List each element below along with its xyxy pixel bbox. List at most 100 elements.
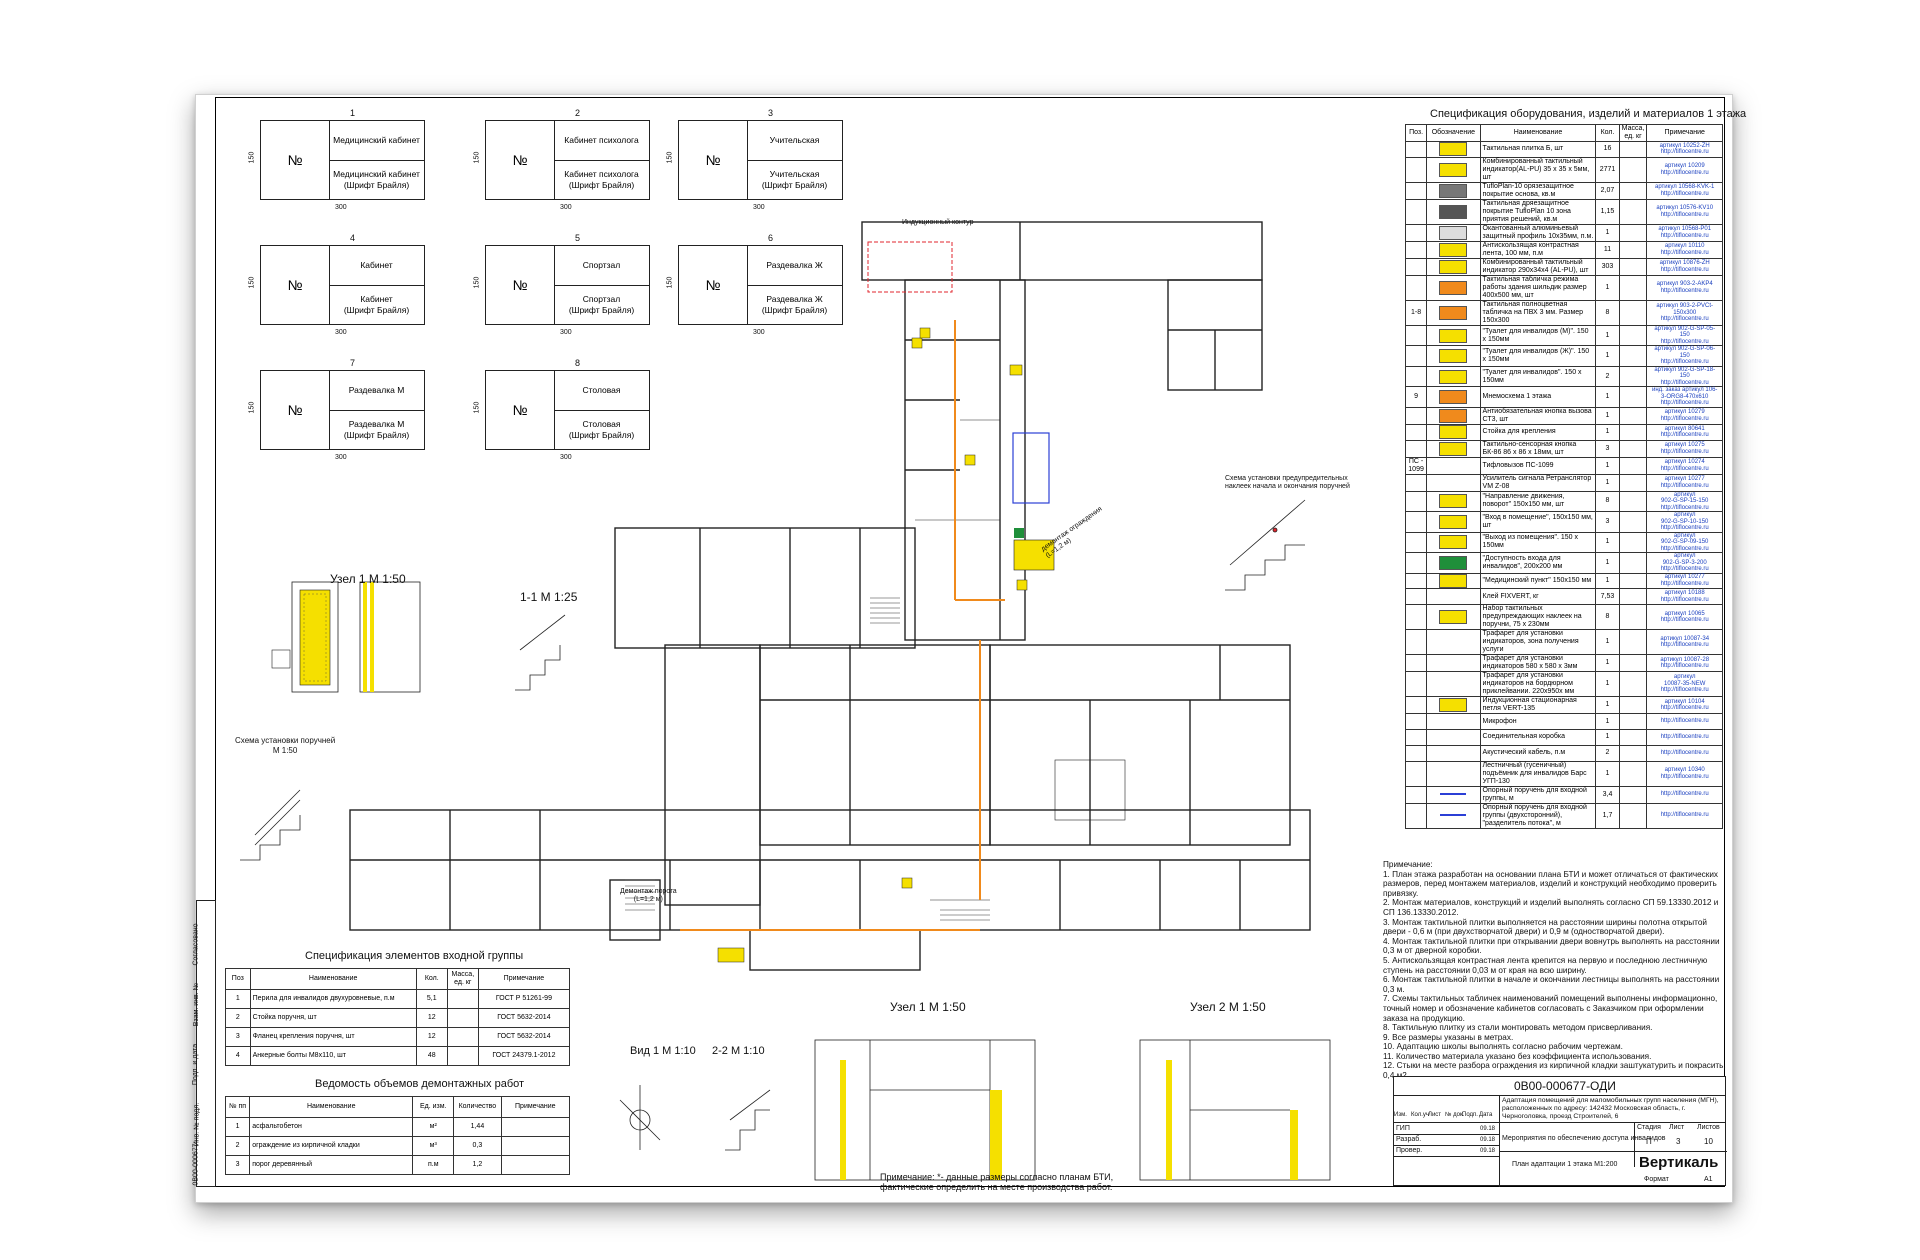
yellow-markers (717, 327, 1028, 963)
spec-note-link[interactable]: артикул 902-G-SP-10-150 http://tiflocent… (1646, 511, 1723, 533)
spec-header-cell: Наименование (1479, 124, 1597, 142)
spec-note-link[interactable]: артикул 80641 http://tiflocentre.ru (1646, 423, 1723, 441)
spec-qty: 1 (1595, 713, 1620, 730)
spec-mass (1618, 728, 1648, 746)
table-cell: 1,44 (453, 1117, 502, 1137)
spec-pos (1404, 406, 1428, 425)
spec-note-link[interactable]: артикул 902-G-SP-05-150 http://tiflocent… (1646, 324, 1723, 347)
notes-title: Примечание: (1383, 860, 1433, 869)
spec-note-link[interactable]: артикул 10275 http://tiflocentre.ru (1646, 439, 1723, 458)
sign-number: 4 (350, 233, 356, 243)
spec-name: "Медицинский пункт" 150х150 мм (1479, 572, 1597, 590)
spec-symbol-icon (1439, 573, 1468, 588)
spec-symbol-icon (1439, 535, 1468, 550)
spec-qty: 1 (1595, 728, 1620, 746)
table-cell: 1 (224, 1117, 251, 1137)
spec-symbol (1426, 531, 1481, 554)
spec-note-link[interactable]: артикул 10568-P01 http://tiflocentre.ru (1646, 223, 1723, 242)
spec-symbol-icon (1440, 792, 1467, 795)
title-block-header-col: № док. (1445, 1112, 1465, 1118)
spec-note-link[interactable]: артикул 10576-KV10 http://tiflocentre.ru (1646, 198, 1723, 225)
spec-note-link[interactable]: артикул 10188 http://tiflocentre.ru (1646, 588, 1723, 606)
spec-note-link[interactable]: артикул 10065 http://tiflocentre.ru (1646, 604, 1723, 631)
spec-name: Тактильная плитка Б, шт (1479, 141, 1597, 158)
spec-note-link[interactable]: артикул 902-G-SP-3-200 http://tiflocentr… (1646, 552, 1723, 574)
spec-symbol (1426, 785, 1481, 804)
spec-name: TufloPlan-10 орязезащитное покрытие осно… (1479, 181, 1597, 200)
project-title: Адаптация помещений для маломобильных гр… (1502, 1097, 1719, 1120)
spec-note-link[interactable]: артикул 902-G-SP-18-150 http://tiflocent… (1646, 365, 1723, 388)
spec-note-link[interactable]: артикул 10277 http://tiflocentre.ru (1646, 572, 1723, 590)
spec-symbol (1426, 181, 1481, 200)
spec-note-link[interactable]: инд. заказ артикул 106-3-ORG8-470x610 ht… (1646, 386, 1723, 408)
spec-note-link[interactable]: артикул 10876-ZH http://tiflocentre.ru (1646, 257, 1723, 276)
ramp-area (1013, 539, 1055, 571)
spec-note-link[interactable]: артикул 902-G-SP-06-150 http://tiflocent… (1646, 345, 1723, 367)
spec-symbol (1426, 696, 1481, 715)
spec-mass (1618, 240, 1648, 259)
view1-title: Вид 1 М 1:10 (630, 1045, 696, 1057)
spec-row: Тактильно-сенсорная кнопка БК-86 86 х 86… (1404, 439, 1723, 458)
spec-note-link[interactable]: артикул 10277 http://tiflocentre.ru (1646, 473, 1723, 492)
spec-note-link[interactable]: артикул 10104 http://tiflocentre.ru (1646, 696, 1723, 715)
spec-pos (1404, 671, 1428, 698)
spec-note-link[interactable]: артикул 10274 http://tiflocentre.ru (1646, 456, 1723, 475)
spec-note-link[interactable]: http://tiflocentre.ru (1646, 802, 1723, 829)
spec-note-link[interactable]: http://tiflocentre.ru (1646, 713, 1723, 730)
spec-symbol (1426, 141, 1481, 158)
spec-note-link[interactable]: артикул 10087-35-NEW http://tiflocentre.… (1646, 671, 1723, 698)
spec-note-link[interactable]: артикул 902-G-SP-09-150 http://tiflocent… (1646, 531, 1723, 554)
spec-note-link[interactable]: артикул 10110 http://tiflocentre.ru (1646, 240, 1723, 259)
spec-name: Клей FIXVERT, кг (1479, 588, 1597, 606)
sign-title: Учительская (747, 121, 842, 161)
spec-name: Комбинированный тактильный индикатор(AL-… (1479, 156, 1597, 183)
spec-name: Тактильная дряезащитное покрытие TufloPl… (1479, 198, 1597, 225)
sign-title: Раздевалка Ж (747, 246, 842, 286)
spec-symbol-icon (1440, 747, 1467, 760)
spec-symbol-icon (1439, 162, 1468, 177)
spec-note-link[interactable]: артикул 10252-ZH http://tiflocentre.ru (1646, 141, 1723, 158)
sign-width-dim: 300 (753, 329, 765, 336)
spec-note-link[interactable]: артикул 902-G-SP-15-150 http://tiflocent… (1646, 490, 1723, 513)
spec-symbol (1426, 654, 1481, 673)
spec-qty: 8 (1595, 490, 1620, 513)
spec-name: "Туалет для инвалидов". 150 х 150мм (1479, 365, 1597, 388)
sign-width-dim: 300 (335, 454, 347, 461)
spec-note-link[interactable]: артикул 10087-34 http://tiflocentre.ru (1646, 629, 1723, 656)
spec-note-link[interactable]: артикул 10340 http://tiflocentre.ru (1646, 760, 1723, 787)
spec-symbol (1426, 406, 1481, 425)
spec-symbol (1426, 552, 1481, 574)
spec-note-link[interactable]: артикул 903-2-PVCt-150x300 http://tifloc… (1646, 299, 1723, 326)
spec-qty: 1,15 (1595, 198, 1620, 225)
table-header-cell: Кол. (415, 968, 448, 990)
sign-number: 3 (768, 108, 774, 118)
node1b-title: Узел 1 М 1:50 (890, 1000, 966, 1014)
spec-note-link[interactable]: артикул 10087-28 http://tiflocentre.ru (1646, 654, 1723, 673)
sign-braille-title: Спортзал (Шрифт Брайля) (568, 293, 635, 315)
spec-note-link[interactable]: http://tiflocentre.ru (1646, 728, 1723, 746)
section-title: Мероприятия по обеспечению доступа инвал… (1502, 1135, 1666, 1142)
spec-row: Комбинированный тактильный индикатор 290… (1404, 257, 1723, 276)
spec-note-link[interactable]: артикул 10209 http://tiflocentre.ru (1646, 156, 1723, 183)
title-block-role: Разраб. (1396, 1136, 1422, 1143)
spec-pos (1404, 473, 1428, 492)
spec-note-link[interactable]: артикул 10568-KVK-1 http://tiflocentre.r… (1646, 181, 1723, 200)
spec-mass (1618, 257, 1648, 276)
table-cell: Перила для инвалидов двухуровневые, п.м (249, 989, 417, 1009)
spec-row: "Направление движения, поворот" 150х150 … (1404, 490, 1723, 513)
spec-note-link[interactable]: http://tiflocentre.ru (1646, 785, 1723, 804)
spec-note-link[interactable]: http://tiflocentre.ru (1646, 744, 1723, 762)
spec-pos (1404, 572, 1428, 590)
spec-note-link[interactable]: артикул 10279 http://tiflocentre.ru (1646, 406, 1723, 425)
spec-qty: 8 (1595, 299, 1620, 326)
spec-qty: 11 (1595, 240, 1620, 259)
spec-mass (1618, 423, 1648, 441)
spec-note-link[interactable]: артикул 903-2-AKP4 http://tiflocentre.ru (1646, 274, 1723, 301)
